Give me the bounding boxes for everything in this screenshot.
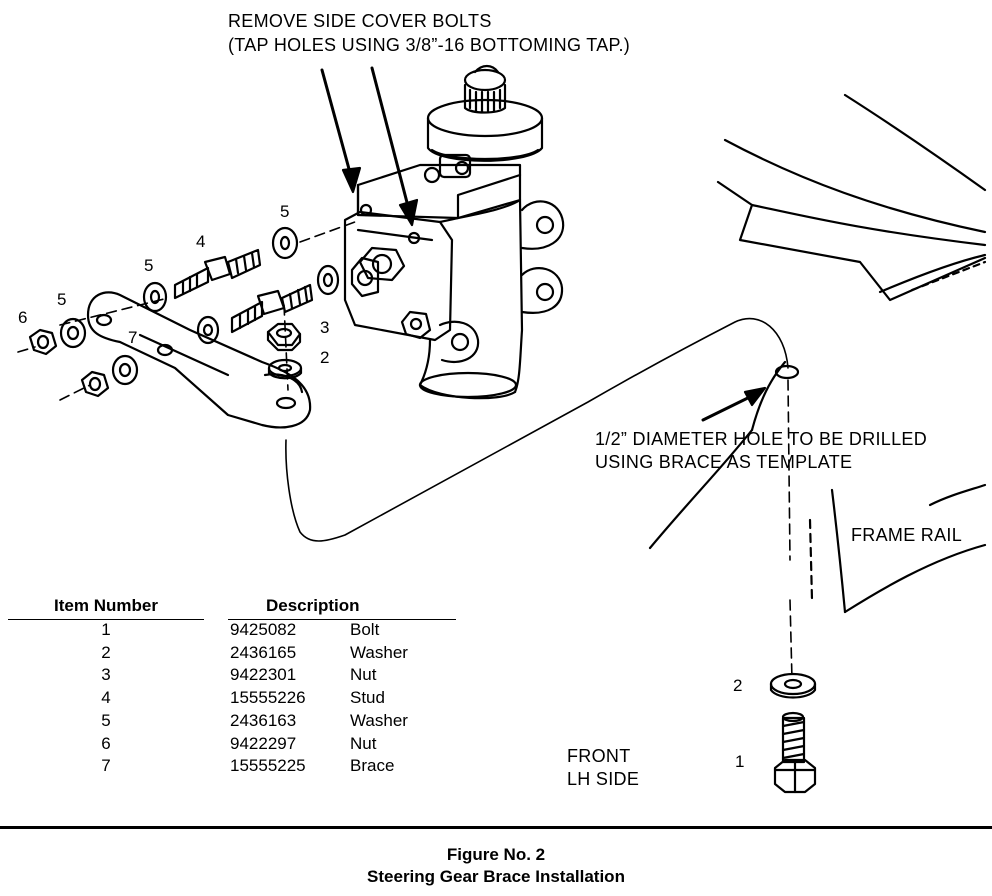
header-description: Description xyxy=(266,596,360,615)
item-label-3: 3 xyxy=(320,318,330,337)
side-cover-callout-line2: (TAP HOLES USING 3/8”-16 BOTTOMING TAP.) xyxy=(228,35,631,55)
lh-side-label: LH SIDE xyxy=(567,769,640,789)
washers-and-nuts xyxy=(28,226,340,398)
frame-bolt-assembly xyxy=(769,672,817,794)
table-row: 4 15555226 Stud xyxy=(8,687,460,710)
item-label-1: 1 xyxy=(735,752,745,771)
description-cell: Brace xyxy=(350,756,395,776)
frame-rail-label: FRAME RAIL xyxy=(851,525,963,545)
header-item-number: Item Number xyxy=(54,596,158,615)
table-row: 5 2436163 Washer xyxy=(8,710,460,733)
part-number-cell: 15555225 xyxy=(230,756,306,776)
hole-callout-line1: 1/2” DIAMETER HOLE TO BE DRILLED xyxy=(595,429,928,449)
item-number-cell: 2 xyxy=(101,642,111,662)
part-number-cell: 9425082 xyxy=(230,620,297,639)
part-number-cell: 9422297 xyxy=(230,733,297,753)
item-label-5-top: 5 xyxy=(280,202,290,221)
description-cell: Nut xyxy=(350,665,377,685)
part-number-cell: 2436163 xyxy=(230,710,297,730)
item-number-cell: 6 xyxy=(101,733,111,753)
hole-callout-line2: USING BRACE AS TEMPLATE xyxy=(595,452,853,472)
parts-table: Item Number Description 1 9425082 Bolt 2 243… xyxy=(8,596,460,778)
side-cover-arrows xyxy=(320,66,419,227)
item-label-7: 7 xyxy=(128,328,138,347)
figure-title: Steering Gear Brace Installation xyxy=(367,867,625,886)
item-number-cell: 4 xyxy=(101,688,111,708)
brace xyxy=(86,291,312,429)
frame-rail-drawing xyxy=(648,93,987,614)
studs xyxy=(173,248,314,334)
caption-rule xyxy=(0,826,992,829)
drilled-hole xyxy=(774,364,800,380)
header-rule-item xyxy=(8,619,204,620)
side-cover-callout-line1: REMOVE SIDE COVER BOLTS xyxy=(228,11,492,31)
item-label-4: 4 xyxy=(196,232,206,251)
part-number-cell: 9422301 xyxy=(230,665,297,685)
item-label-2-lower: 2 xyxy=(733,676,743,695)
steering-gear-box xyxy=(343,64,565,400)
table-row: 7 15555225 Brace xyxy=(8,755,460,778)
item-label-6: 6 xyxy=(18,308,28,327)
item-number-cell: 1 xyxy=(101,620,111,639)
description-cell: Nut xyxy=(350,733,377,753)
table-row: 6 9422297 Nut xyxy=(8,733,460,756)
front-label: FRONT xyxy=(567,746,631,766)
table-row: 3 9422301 Nut xyxy=(8,664,460,687)
hole-arrow xyxy=(701,386,767,422)
item-label-2-upper: 2 xyxy=(320,348,330,367)
item-label-5-left: 5 xyxy=(57,290,67,309)
description-cell: Bolt xyxy=(350,620,380,639)
header-rule-description xyxy=(228,619,456,620)
table-row: 2 2436165 Washer xyxy=(8,642,460,665)
description-cell: Stud xyxy=(350,688,385,708)
item-number-cell: 7 xyxy=(101,756,111,776)
template-sweep xyxy=(285,317,789,542)
item-label-5-mid: 5 xyxy=(144,256,154,275)
item-number-cell: 5 xyxy=(101,710,111,730)
description-cell: Washer xyxy=(350,710,408,730)
part-number-cell: 2436165 xyxy=(230,642,297,662)
part-number-cell: 15555226 xyxy=(230,688,306,708)
description-cell: Washer xyxy=(350,642,408,662)
figure-number: Figure No. 2 xyxy=(446,845,546,864)
item-number-cell: 3 xyxy=(101,665,111,685)
table-row: 1 9425082 Bolt xyxy=(8,619,460,642)
